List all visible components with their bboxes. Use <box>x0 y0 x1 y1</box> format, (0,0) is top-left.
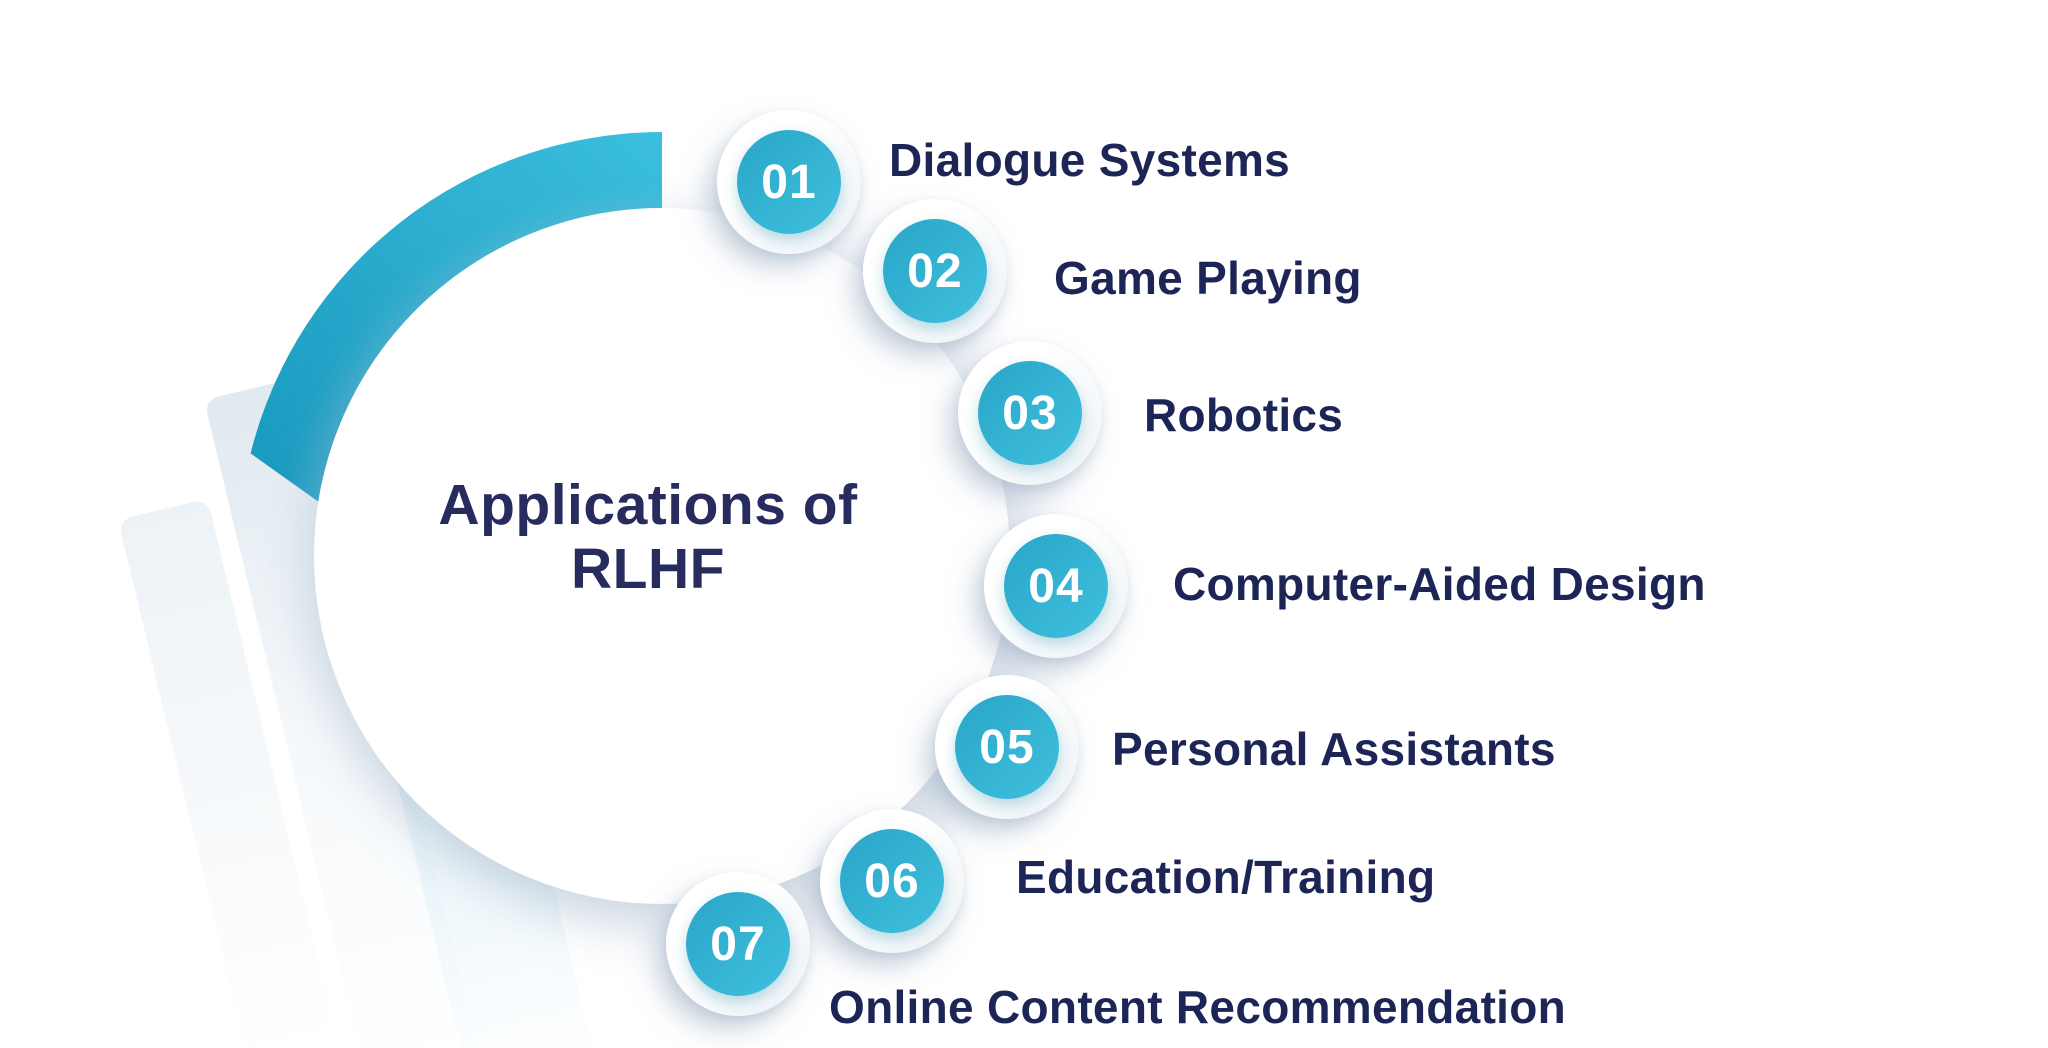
badge-06: 06 <box>820 809 964 953</box>
badge-number: 05 <box>979 720 1035 774</box>
badge-number: 02 <box>907 244 963 298</box>
badge-circle: 07 <box>686 892 790 996</box>
badge-circle: 04 <box>1004 534 1108 638</box>
badge-number: 06 <box>864 854 920 908</box>
badge-05: 05 <box>935 675 1079 819</box>
badge-07: 07 <box>666 872 810 1016</box>
item-label-personal-assistants: Personal Assistants <box>1112 723 1556 775</box>
badge-number: 04 <box>1028 559 1084 613</box>
title-line-2: RLHF <box>571 537 725 601</box>
badge-04: 04 <box>984 514 1128 658</box>
badge-02: 02 <box>863 199 1007 343</box>
badge-number: 07 <box>710 917 766 971</box>
badge-circle: 06 <box>840 829 944 933</box>
item-label-game-playing: Game Playing <box>1054 252 1362 304</box>
diagram-title: Applications of RLHF <box>338 473 958 601</box>
badge-number: 01 <box>761 155 817 209</box>
item-label-computer-aided-design: Computer-Aided Design <box>1173 558 1706 610</box>
badge-circle: 01 <box>737 130 841 234</box>
badge-circle: 03 <box>978 361 1082 465</box>
badge-01: 01 <box>717 110 861 254</box>
title-line-1: Applications of <box>438 473 858 537</box>
item-label-dialogue-systems: Dialogue Systems <box>889 134 1291 186</box>
item-label-online-content-recommendation: Online Content Recommendation <box>829 981 1567 1033</box>
item-label-education-training: Education/Training <box>1016 851 1436 903</box>
badge-03: 03 <box>958 341 1102 485</box>
badge-number: 03 <box>1002 386 1058 440</box>
badge-circle: 02 <box>883 219 987 323</box>
item-label-robotics: Robotics <box>1144 389 1344 441</box>
badge-circle: 05 <box>955 695 1059 799</box>
